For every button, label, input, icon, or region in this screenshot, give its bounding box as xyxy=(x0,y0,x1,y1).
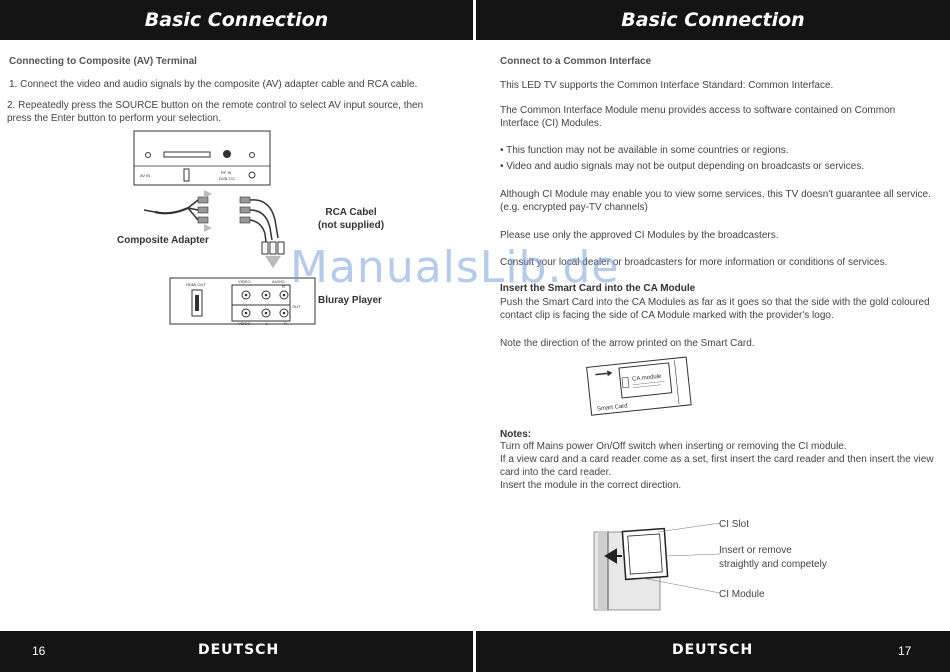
insert-remove-label: Insert or remove straightly and competel… xyxy=(719,544,839,571)
ci-menu-text: The Common Interface Module menu provide… xyxy=(500,105,896,129)
bluray-player-label: Bluray Player xyxy=(318,295,382,306)
left-step-1: 1. Connect the video and audio signals b… xyxy=(9,79,418,90)
insert-remove-label-line1: Insert or remove xyxy=(719,545,792,556)
arrow-note-text: Note the direction of the arrow printed … xyxy=(500,338,755,349)
ci-intro-text: This LED TV supports the Common Interfac… xyxy=(500,80,834,91)
page-divider xyxy=(473,40,476,631)
ci-guarantee-text: Although CI Module may enable you to vie… xyxy=(500,189,931,213)
watermark-text: ManualsLib.de xyxy=(290,242,620,293)
note-2: If a view card and a card reader come as… xyxy=(500,454,934,478)
note-3: Insert the module in the correct directi… xyxy=(500,480,682,491)
player-out-label: OUT xyxy=(292,304,301,309)
ca-module-card-label: CA module xyxy=(632,374,662,383)
composite-connection-diagram: AV IN RF IN DVB-T/C HDMI OUT VIDEO AUDIO… xyxy=(133,130,316,326)
player-r-label-bottom: R xyxy=(284,321,287,326)
right-section-title: Connect to a Common Interface xyxy=(500,56,652,67)
tv-rf-in-label: RF IN xyxy=(221,170,232,175)
insert-smart-card-title: Insert the Smart Card into the CA Module xyxy=(500,283,696,294)
tv-dvb-label: DVB-T/C xyxy=(219,176,235,181)
tv-back-panel xyxy=(133,130,271,186)
insert-remove-label-line2: straightly and competely xyxy=(719,559,827,570)
rca-cable-label-line1: RCA Cabel xyxy=(325,207,377,218)
ci-approved-text: Please use only the approved CI Modules … xyxy=(500,230,779,241)
ci-slot-diagram xyxy=(593,522,721,611)
player-video-label-bottom: VIDEO xyxy=(238,321,250,326)
ci-bullet-1: • This function may not be available in … xyxy=(500,145,789,156)
player-audio-label: AUDIO xyxy=(272,279,285,284)
note-1: Turn off Mains power On/Off switch when … xyxy=(500,441,847,452)
player-video-label: VIDEO xyxy=(238,279,250,284)
ci-consult-text: Consult your local dealer or broadcaster… xyxy=(500,257,888,268)
ci-bullet-2: • Video and audio signals may not be out… xyxy=(500,161,865,172)
rca-cable-label: RCA Cabel (not supplied) xyxy=(312,206,390,232)
right-page-header: Basic Connection xyxy=(476,0,950,40)
left-header-title: Basic Connection xyxy=(144,9,329,31)
left-page-number: 16 xyxy=(32,644,46,658)
left-page-footer: 16 DEUTSCH xyxy=(0,631,473,672)
smart-card-diagram: CA module Smart Card xyxy=(586,356,692,416)
composite-adapter-label: Composite Adapter xyxy=(117,235,209,246)
player-r-label: R xyxy=(282,284,285,289)
player-hdmi-label: HDMI OUT xyxy=(186,282,206,287)
player-l-label: L xyxy=(266,321,269,326)
right-header-title: Basic Connection xyxy=(621,9,805,31)
right-page-number: 17 xyxy=(898,644,912,658)
left-page-header: Basic Connection xyxy=(0,0,473,40)
notes-title: Notes: xyxy=(500,429,532,440)
smart-card-label: Smart Card xyxy=(597,403,628,412)
tv-av-in-label: AV IN xyxy=(140,173,150,178)
left-section-title: Connecting to Composite (AV) Terminal xyxy=(9,56,197,67)
left-footer-language: DEUTSCH xyxy=(198,642,280,658)
left-step-2: 2. Repeatedly press the SOURCE button on… xyxy=(7,100,424,124)
ci-module-label: CI Module xyxy=(719,589,765,600)
right-page-footer: DEUTSCH 17 xyxy=(476,631,950,672)
insert-smart-card-text: Push the Smart Card into the CA Modules … xyxy=(500,297,930,321)
rca-cable-label-line2: (not supplied) xyxy=(317,220,385,231)
right-footer-language: DEUTSCH xyxy=(672,642,754,658)
ci-slot-label: CI Slot xyxy=(719,519,750,530)
